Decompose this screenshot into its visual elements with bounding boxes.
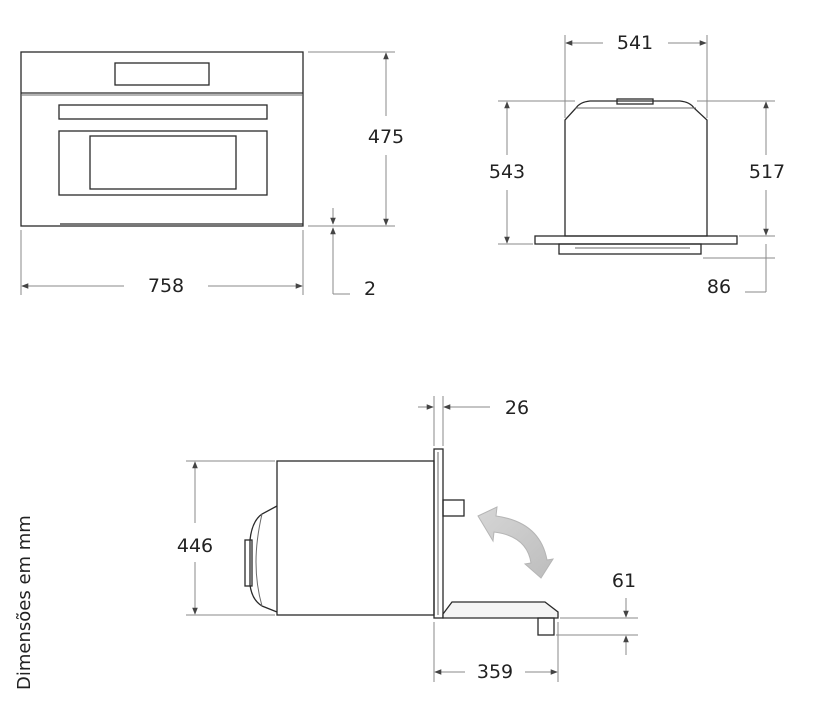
- top-body: [564, 100, 708, 237]
- top-front-panel: [534, 235, 738, 245]
- side-door-open-dim: 359: [477, 661, 513, 683]
- front-gap-dim: 2: [364, 278, 376, 300]
- front-outer-frame: [20, 51, 304, 227]
- side-handle: [442, 499, 465, 517]
- side-drop-dim: 61: [612, 570, 636, 592]
- side-rear-bulge-inner: [255, 513, 263, 607]
- front-height-dim: 475: [368, 126, 404, 148]
- side-front-panel: [433, 448, 444, 619]
- side-rear-cap: [244, 539, 253, 587]
- top-body-depth-dim: 517: [749, 161, 785, 183]
- front-display: [114, 62, 210, 86]
- side-view: 446 26 359 61: [177, 396, 638, 683]
- top-door-rim: [558, 243, 702, 255]
- side-body: [276, 460, 435, 616]
- side-rear-bulge: [249, 505, 278, 613]
- front-view: 758 475 2: [20, 51, 404, 300]
- front-door-window: [89, 135, 237, 190]
- top-view: 541 543 517 86: [489, 32, 785, 298]
- front-door-frame: [58, 130, 268, 196]
- front-width-dim: 758: [148, 275, 184, 297]
- door-rotation-arrow: [477, 506, 555, 579]
- side-door-handle: [537, 617, 555, 636]
- units-label: Dimensões em mm: [14, 515, 35, 690]
- front-door-handle: [58, 104, 268, 120]
- top-rim-dim: 86: [707, 276, 731, 298]
- top-vent: [616, 98, 654, 105]
- side-height-dim: 446: [177, 535, 213, 557]
- top-depth-dim: 543: [489, 161, 525, 183]
- top-width-dim: 541: [617, 32, 653, 54]
- side-panel-dim: 26: [505, 397, 529, 419]
- side-open-door: [442, 601, 559, 619]
